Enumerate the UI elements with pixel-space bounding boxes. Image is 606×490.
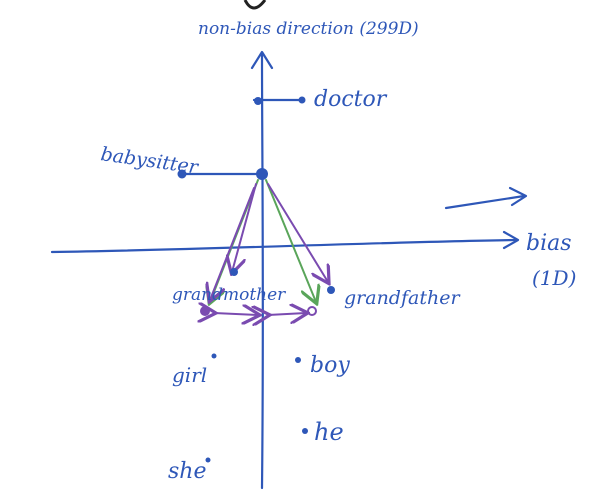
horizontal-axis (50, 238, 518, 254)
cropped-heading-fragment (243, 0, 267, 10)
babysitter-point (177, 169, 187, 179)
he-label: he (314, 418, 344, 446)
horizontal-axis-arrowhead (502, 230, 520, 250)
grandfather-label: grandfather (344, 287, 461, 309)
purple-arrow-left-down (210, 187, 255, 300)
grandmother-point (200, 306, 210, 316)
bias-direction-arrowhead (508, 186, 528, 207)
grandmother-label: grandmother (172, 285, 286, 305)
purple-arrow-left (232, 183, 257, 272)
bias-direction-arrow (444, 194, 526, 210)
babysitter-projected-point (256, 168, 268, 180)
she-point (205, 457, 211, 463)
grandfather-original-point (327, 286, 335, 294)
he-point (302, 428, 308, 434)
grandmother-original-point (230, 268, 238, 276)
vertical-axis-arrowhead (250, 50, 274, 70)
girl-point (211, 353, 217, 359)
purple-arrow-right (267, 183, 328, 282)
green-arrow-to-grandfather (265, 179, 316, 302)
boy-point (295, 357, 301, 363)
doctor-point (298, 96, 306, 104)
she-label: she (168, 459, 206, 484)
boy-label: boy (310, 353, 350, 378)
girl-label: girl (172, 363, 207, 387)
horizontal-axis-label: bias (526, 231, 572, 256)
grandfather-point (307, 306, 317, 316)
babysitter-label: babysitter (99, 143, 201, 179)
equalize-arrow-right (268, 313, 306, 315)
horizontal-axis-dim: (1D) (532, 266, 576, 290)
doctor-projected-point (254, 97, 262, 105)
doctor-label: doctor (314, 87, 388, 112)
vertical-axis-label: non-bias direction (299D) (198, 19, 419, 39)
vertical-axis (260, 52, 264, 490)
equalize-arrow-left (214, 313, 258, 315)
